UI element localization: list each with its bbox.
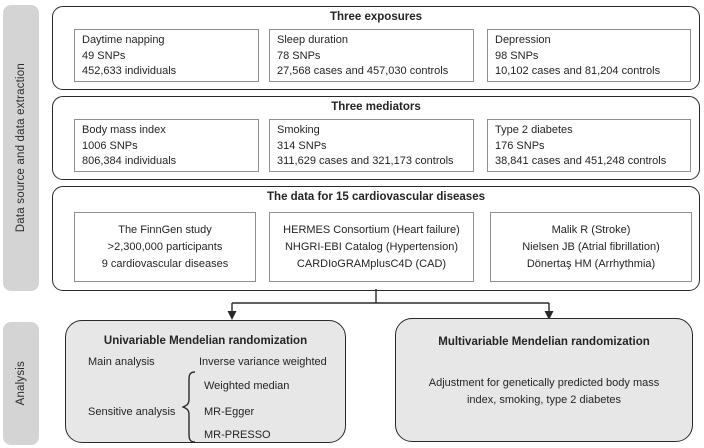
section-outcomes-title: The data for 15 cardiovascular diseases (267, 191, 485, 203)
box-sleep-duration: Sleep duration 78 SNPs 27,568 cases and … (269, 29, 474, 82)
box-line: 452,633 individuals (82, 65, 177, 77)
sensitivity-method: MR-Egger (204, 406, 255, 418)
box-line: Daytime napping (82, 34, 165, 46)
box-smoking: Smoking 314 SNPs 311,629 cases and 321,1… (269, 119, 474, 172)
box-line: 9 cardiovascular diseases (101, 257, 229, 270)
arrowhead-left (227, 311, 237, 320)
box-line: HERMES Consortium (Heart failure) (283, 223, 460, 236)
box-line: Smoking (277, 124, 320, 136)
box-line: Nielsen JB (Atrial fibrillation) (522, 240, 660, 253)
box-line: Type 2 diabetes (495, 124, 573, 136)
box-gwas-authors: Malik R (Stroke) Nielsen JB (Atrial fibr… (490, 212, 692, 282)
multivariable-mr-description: Adjustment for genetically predicted bod… (428, 377, 660, 406)
box-body-mass-index: Body mass index 1006 SNPs 806,384 indivi… (74, 119, 259, 172)
box-line: 78 SNPs (277, 49, 321, 62)
univariable-mr-title: Univariable Mendelian randomization (103, 335, 308, 347)
section-outcomes: The data for 15 cardiovascular diseases … (52, 186, 700, 291)
box-line: 49 SNPs (82, 49, 126, 62)
univariable-mr-box: Univariable Mendelian randomization Main… (65, 320, 346, 443)
sidebar-label-data-source-text: Data source and data extraction (15, 63, 27, 233)
sensitivity-analysis-label: Sensitive analysis (88, 406, 176, 418)
arrowhead-right (544, 311, 554, 320)
box-line: Sleep duration (277, 34, 348, 46)
sensitivity-method: Weighted median (204, 380, 290, 392)
main-analysis-method: Inverse variance weighted (199, 356, 327, 368)
box-line: Body mass index (82, 124, 166, 136)
sidebar-label-data-source: Data source and data extraction (3, 5, 39, 291)
box-line: 1006 SNPs (82, 139, 138, 152)
box-finngen: The FinnGen study >2,300,000 participant… (74, 212, 256, 282)
section-exposures: Three exposures Daytime napping 49 SNPs … (52, 6, 700, 90)
box-line: CARDIoGRAMplusC4D (CAD) (296, 257, 447, 270)
sidebar-label-analysis-text: Analysis (15, 361, 27, 406)
sensitivity-method: MR-PRESSO (204, 429, 271, 441)
box-line: 98 SNPs (495, 49, 539, 62)
box-line: >2,300,000 participants (107, 240, 223, 253)
multivariable-mr-box: Multivariable Mendelian randomization Ad… (395, 318, 693, 442)
sidebar-label-analysis: Analysis (3, 322, 39, 445)
box-line: 176 SNPs (495, 139, 545, 152)
box-consortia: HERMES Consortium (Heart failure) NHGRI-… (269, 212, 474, 282)
box-daytime-napping: Daytime napping 49 SNPs 452,633 individu… (74, 29, 259, 82)
box-line: 311,629 cases and 321,173 controls (277, 155, 454, 167)
box-line: 38,841 cases and 451,248 controls (495, 155, 667, 167)
section-exposures-title: Three exposures (329, 11, 423, 23)
brace-icon (182, 371, 196, 443)
section-mediators: Three mediators Body mass index 1006 SNP… (52, 96, 700, 180)
box-line: Dönertaş HM (Arrhythmia) (526, 257, 656, 270)
box-line: 10,102 cases and 81,204 controls (495, 65, 661, 77)
flow-arrows (227, 289, 554, 320)
arrow-lines (231, 289, 550, 313)
box-line: 806,384 individuals (82, 155, 177, 167)
section-mediators-title: Three mediators (331, 101, 421, 113)
multivariable-mr-title: Multivariable Mendelian randomization (438, 336, 650, 348)
box-line: The FinnGen study (118, 223, 212, 236)
box-line: 27,568 cases and 457,030 controls (277, 65, 449, 77)
box-line: Malik R (Stroke) (551, 223, 631, 236)
box-line: Depression (495, 34, 551, 46)
box-line: 314 SNPs (277, 139, 327, 152)
box-line: NHGRI-EBI Catalog (Hypertension) (284, 240, 458, 253)
box-depression: Depression 98 SNPs 10,102 cases and 81,2… (487, 29, 691, 82)
box-type2-diabetes: Type 2 diabetes 176 SNPs 38,841 cases an… (487, 119, 691, 172)
main-analysis-label: Main analysis (88, 356, 155, 368)
